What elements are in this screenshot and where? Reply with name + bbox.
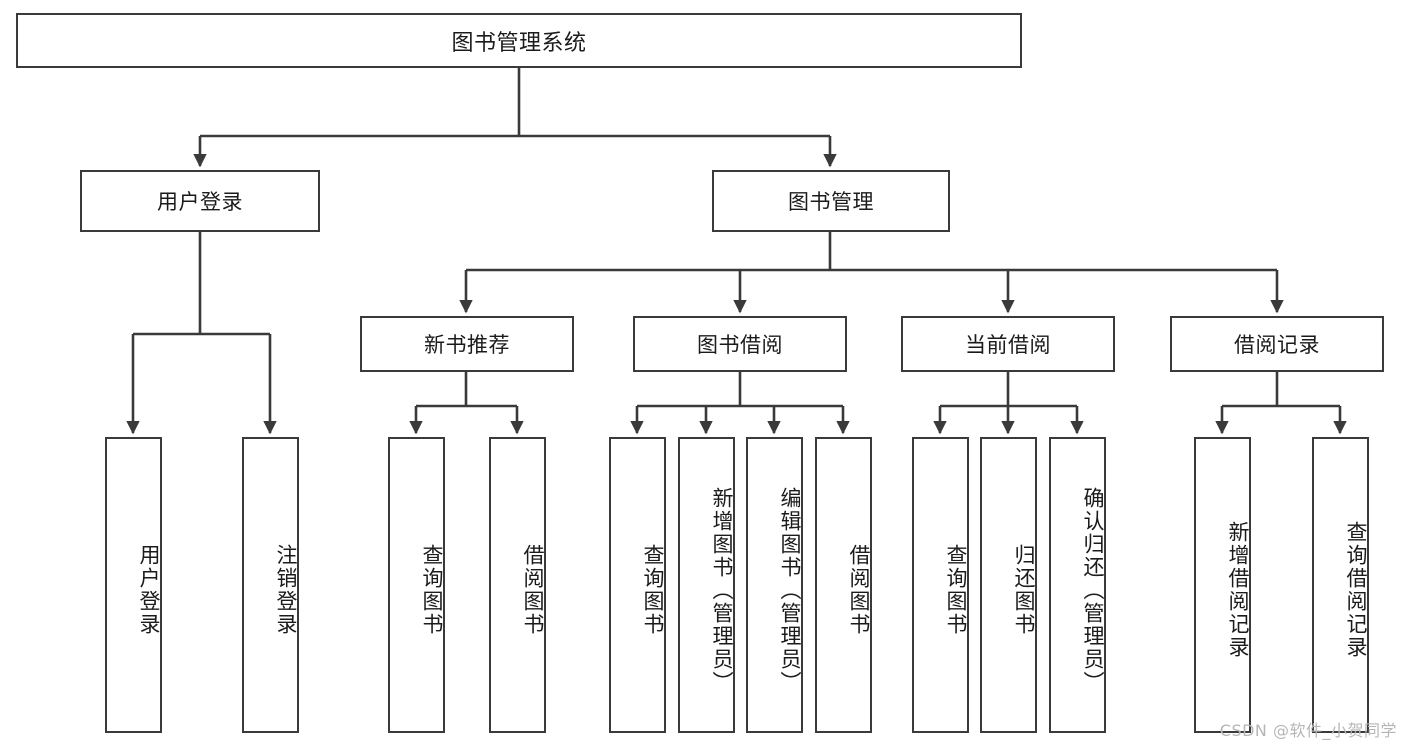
leaf-current-return-book[interactable]: 归还图书	[980, 437, 1037, 733]
leaf-current-confirm-return[interactable]: 确认归还（管理员）	[1049, 437, 1106, 733]
leaf-label: 借阅图书	[847, 544, 871, 636]
node-borrow-records[interactable]: 借阅记录	[1170, 316, 1384, 372]
leaf-label: 查询图书	[420, 544, 444, 636]
node-new-book-recommend[interactable]: 新书推荐	[360, 316, 574, 372]
node-root-label: 图书管理系统	[451, 30, 587, 56]
leaf-label: 新增借阅记录	[1226, 521, 1250, 659]
node-user-login[interactable]: 用户登录	[80, 170, 320, 232]
leaf-borrow-query-book[interactable]: 查询图书	[609, 437, 666, 733]
leaf-label: 查询图书	[641, 544, 665, 636]
node-book-management-label: 图书管理	[788, 190, 874, 214]
leaf-borrow-borrow-book[interactable]: 借阅图书	[815, 437, 872, 733]
node-book-borrow[interactable]: 图书借阅	[633, 316, 847, 372]
leaf-user-login-login[interactable]: 用户登录	[105, 437, 162, 733]
watermark-text: CSDN @软件_小贺同学	[1219, 721, 1397, 740]
leaf-label: 归还图书	[1012, 544, 1036, 636]
node-current-borrow[interactable]: 当前借阅	[901, 316, 1115, 372]
leaf-label: 注销登录	[274, 544, 298, 636]
node-book-borrow-label: 图书借阅	[697, 333, 783, 357]
leaf-label: 借阅图书	[521, 544, 545, 636]
node-user-login-label: 用户登录	[157, 190, 243, 214]
leaf-borrow-edit-book[interactable]: 编辑图书（管理员）	[746, 437, 803, 733]
leaf-records-query-record[interactable]: 查询借阅记录	[1312, 437, 1369, 733]
leaf-user-login-logout[interactable]: 注销登录	[242, 437, 299, 733]
node-borrow-records-label: 借阅记录	[1234, 333, 1320, 357]
leaf-label: 新增图书（管理员）	[710, 486, 734, 694]
leaf-label: 查询图书	[944, 544, 968, 636]
leaf-label: 用户登录	[137, 544, 161, 636]
leaf-new-book-query[interactable]: 查询图书	[388, 437, 445, 733]
leaf-current-query-book[interactable]: 查询图书	[912, 437, 969, 733]
leaf-label: 编辑图书（管理员）	[778, 486, 802, 694]
leaf-label: 查询借阅记录	[1344, 521, 1368, 659]
node-new-book-recommend-label: 新书推荐	[424, 333, 510, 357]
node-book-management[interactable]: 图书管理	[712, 170, 950, 232]
leaf-new-book-borrow[interactable]: 借阅图书	[489, 437, 546, 733]
leaf-borrow-add-book[interactable]: 新增图书（管理员）	[678, 437, 735, 733]
node-current-borrow-label: 当前借阅	[965, 333, 1051, 357]
leaf-records-add-record[interactable]: 新增借阅记录	[1194, 437, 1251, 733]
leaf-label: 确认归还（管理员）	[1081, 486, 1105, 694]
node-root-system[interactable]: 图书管理系统	[16, 13, 1022, 68]
